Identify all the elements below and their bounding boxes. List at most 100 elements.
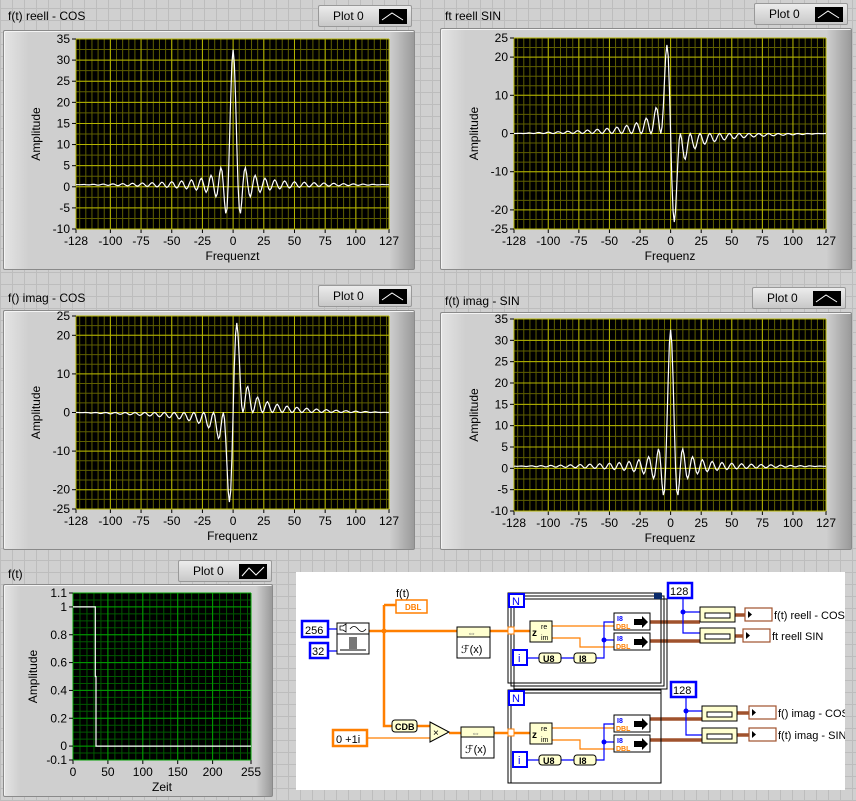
x-tick-label: 50 [101, 765, 115, 779]
svg-text:z: z [532, 730, 537, 741]
y-axis-title: Amplitude [29, 107, 43, 161]
x-tick-label: 100 [783, 516, 803, 530]
loop-count-terminal[interactable]: N [508, 593, 525, 608]
y-tick-label: 0.8 [50, 628, 67, 642]
svg-text:⇔: ⇔ [467, 628, 476, 638]
plot-legend-reell-cos[interactable]: Plot 0 [318, 5, 412, 27]
svg-text:⇔: ⇔ [471, 728, 480, 738]
x-tick-label: 25 [257, 234, 271, 248]
terminal-arrow-icon [748, 611, 752, 618]
for-loop-1[interactable]: N i [507, 592, 668, 690]
y-tick-label: 20 [495, 50, 509, 64]
ft-indicator-terminal[interactable]: DBL [395, 599, 428, 614]
x-tick-label: 0 [230, 514, 237, 528]
x-tick-label: 100 [133, 765, 153, 779]
x-tick-label: -100 [98, 514, 122, 528]
svg-text:CDB: CDB [395, 722, 415, 732]
to-u8-2[interactable]: U8 [538, 754, 562, 766]
dbl-type-label: DBL [616, 624, 631, 631]
to-u8-1[interactable]: U8 [538, 652, 562, 664]
x-tick-label: 75 [756, 516, 770, 530]
plot-legend-imag-sin[interactable]: Plot 0 [752, 287, 846, 309]
y-tick-label: 0.4 [50, 683, 67, 697]
to-i8-2[interactable]: I8 [573, 754, 597, 766]
y-tick-label: -10 [53, 222, 71, 236]
output-label: ft reell SIN [772, 631, 823, 643]
svg-text:i: i [518, 653, 520, 665]
x-tick-label: -50 [163, 514, 181, 528]
svg-text:256: 256 [305, 625, 323, 637]
y-axis-title: Amplitude [467, 107, 481, 161]
svg-text:U8: U8 [543, 654, 555, 664]
x-axis-title: Frequenzt [205, 249, 260, 263]
terminal-arrow-icon [752, 731, 756, 738]
array-size-constant-2[interactable]: 128 [669, 680, 698, 699]
samples-constant[interactable]: 256 [300, 619, 330, 639]
array-size-constant-1[interactable]: 128 [666, 581, 694, 600]
multiply-node[interactable]: × [429, 721, 451, 743]
i8-type-label: I8 [617, 738, 623, 745]
x-tick-label: 127 [816, 234, 836, 248]
plot-legend-imag-cos[interactable]: Plot 0 [318, 285, 412, 307]
x-tick-label: -25 [194, 514, 212, 528]
for-loop-2[interactable]: N i [507, 689, 662, 784]
complex-constant[interactable]: 0 +1i [331, 728, 369, 748]
x-tick-label: -100 [98, 234, 122, 248]
block-diagram: 256 32 0 +1i 128 128 f(t) DBL CDB × ⇔ℱ(x… [296, 572, 849, 790]
pulse-pattern-vi[interactable] [336, 622, 370, 655]
x-tick-label: -75 [132, 234, 150, 248]
fft-vi-2[interactable]: ⇔ ℱ(x) [460, 726, 495, 759]
x-tick-label: 75 [318, 514, 332, 528]
svg-text:ℱ(x): ℱ(x) [461, 644, 482, 656]
x-tick-label: 100 [346, 234, 366, 248]
svg-text:ℱ(x): ℱ(x) [465, 744, 486, 756]
dbl-type-label: DBL [616, 726, 631, 733]
pulse-width-constant[interactable]: 32 [308, 641, 330, 660]
waveform-indicator-terminal [748, 727, 777, 742]
y-tick-label: 5 [501, 440, 508, 454]
wire-junction [381, 628, 387, 634]
y-tick-label: -10 [53, 444, 71, 458]
y-tick-label: 10 [495, 88, 509, 102]
dbl-type-label: DBL [616, 746, 631, 753]
svg-text:U8: U8 [543, 756, 555, 766]
x-tick-label: 127 [379, 514, 399, 528]
x-tick-label: -50 [601, 234, 619, 248]
to-complex-conversion[interactable]: CDB [391, 719, 418, 733]
x-tick-label: 100 [346, 514, 366, 528]
x-tick-label: -75 [132, 514, 150, 528]
line-style-icon [813, 291, 841, 306]
x-tick-label: 50 [725, 234, 739, 248]
x-tick-label: 25 [257, 514, 271, 528]
bundle-arrow-icon [634, 718, 648, 730]
array-icon [704, 612, 731, 619]
x-tick-label: -128 [64, 234, 88, 248]
legend-label: Plot 0 [193, 564, 224, 578]
y-tick-label: 0 [501, 461, 508, 475]
plot-legend-ft[interactable]: Plot 0 [178, 560, 272, 582]
x-tick-label: 75 [756, 234, 770, 248]
svg-text:z: z [532, 628, 537, 639]
x-tick-label: 127 [379, 234, 399, 248]
build-waveform-node [613, 632, 651, 651]
plot-legend-reell-sin[interactable]: Plot 0 [754, 3, 848, 25]
x-axis-title: Frequenz [645, 249, 696, 263]
x-tick-label: 50 [725, 516, 739, 530]
x-tick-label: -100 [536, 234, 560, 248]
y-tick-label: 0 [63, 180, 70, 194]
y-tick-label: -0.1 [46, 753, 67, 767]
fft-vi-1[interactable]: ⇔ ℱ(x) [456, 626, 491, 659]
x-tick-label: 200 [203, 765, 223, 779]
x-tick-label: 75 [318, 234, 332, 248]
to-i8-1[interactable]: I8 [573, 652, 597, 664]
iteration-terminal: i [512, 751, 528, 768]
svg-text:I8: I8 [579, 756, 587, 766]
y-tick-label: 25 [495, 355, 509, 369]
y-tick-label: 30 [57, 53, 71, 67]
loop-count-terminal[interactable]: N [508, 690, 525, 706]
